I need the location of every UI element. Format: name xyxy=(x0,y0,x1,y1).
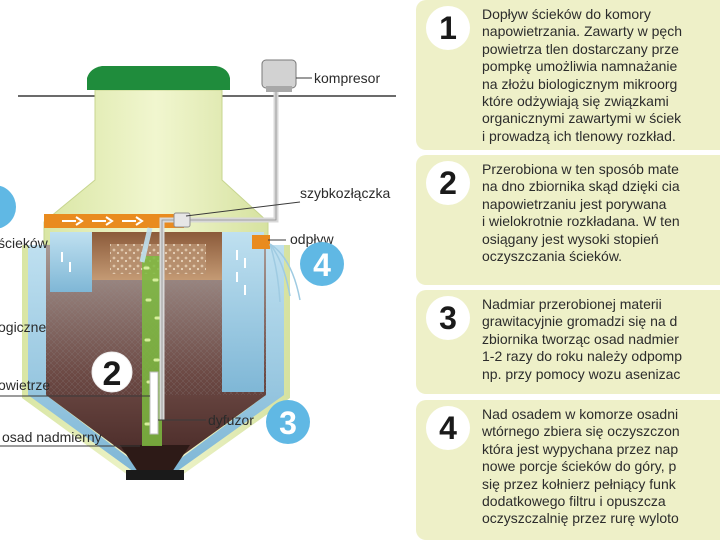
step-text: Nadmiar przerobionej materii grawitacyjn… xyxy=(482,296,682,382)
bottom-sludge xyxy=(120,445,190,472)
label-dyfuzor: dyfuzor xyxy=(208,412,254,428)
marker-3-text: 3 xyxy=(279,405,297,441)
label-sciekow: ścieków xyxy=(0,235,49,251)
step-number: 4 xyxy=(426,406,470,450)
step-text: Dopływ ścieków do komory napowietrzania.… xyxy=(482,6,682,144)
step-number: 3 xyxy=(426,296,470,340)
label-osad-nadmierny: osad nadmierny xyxy=(2,429,102,445)
inflow-arrows xyxy=(62,216,144,226)
step-text: Nad osadem w komorze osadni wtórnego zbi… xyxy=(482,406,680,527)
water-dashes xyxy=(61,250,246,295)
quick-coupler xyxy=(173,212,191,228)
compressor xyxy=(261,59,297,89)
right-water-column xyxy=(222,232,264,392)
inflow-pipe xyxy=(44,214,184,228)
diffuser xyxy=(149,371,159,435)
tank-lid xyxy=(87,66,230,90)
label-kompresor: kompresor xyxy=(314,70,380,86)
step-number: 2 xyxy=(426,161,470,205)
label-owietrze: owietrze xyxy=(0,377,50,393)
tank-base xyxy=(126,470,184,480)
marker-2-text: 2 xyxy=(103,355,122,393)
step-panel-3: 3 Nadmiar przerobionej materii grawitacy… xyxy=(416,290,720,394)
step-panel-2: 2 Przerobiona w ten sposób mate na dno z… xyxy=(416,155,720,285)
marker-4-circle xyxy=(300,242,344,286)
label-szybkozlaczka: szybkozłączka xyxy=(300,185,390,201)
label-ogiczne: ogiczne xyxy=(0,319,46,335)
outflow-spray xyxy=(269,243,301,303)
step-number: 1 xyxy=(426,6,470,50)
leader-szybkozlaczka xyxy=(185,201,301,217)
outflow-pipe xyxy=(252,235,270,249)
inflow-stream xyxy=(139,227,153,263)
compressor-base xyxy=(266,86,292,92)
step-text: Przerobiona w ten sposób mate na dno zbi… xyxy=(482,161,680,265)
marker-1-partial xyxy=(0,185,16,229)
marker-3-circle xyxy=(266,400,310,444)
marker-4-text: 4 xyxy=(313,247,331,283)
step-panel-1: 1 Dopływ ścieków do komory napowietrzani… xyxy=(416,0,720,150)
marker-2-circle xyxy=(91,351,133,393)
step-panel-4: 4 Nad osadem w komorze osadni wtórnego z… xyxy=(416,400,720,540)
